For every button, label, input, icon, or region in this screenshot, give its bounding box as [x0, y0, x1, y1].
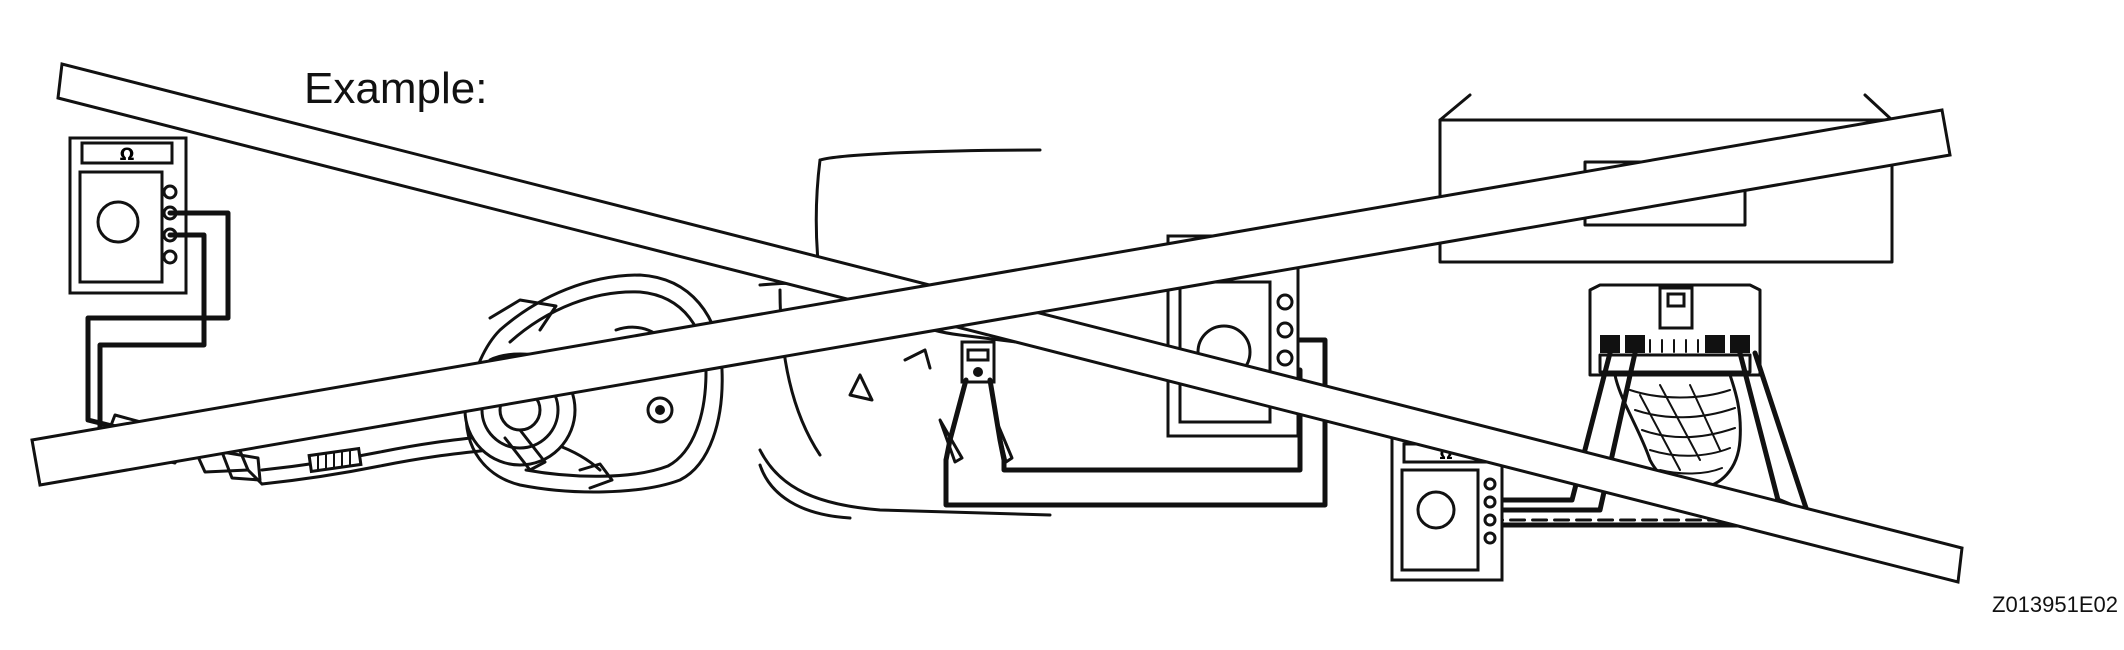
ohm-symbol: Ω [120, 145, 134, 165]
figure-code: Z013951E02 [1992, 592, 2118, 617]
ohmmeter-icon: Ω [68, 136, 188, 295]
airbag-connector-icon [1588, 283, 1762, 490]
example-label: Example: [304, 64, 488, 113]
cross-out-icon [30, 62, 1964, 584]
